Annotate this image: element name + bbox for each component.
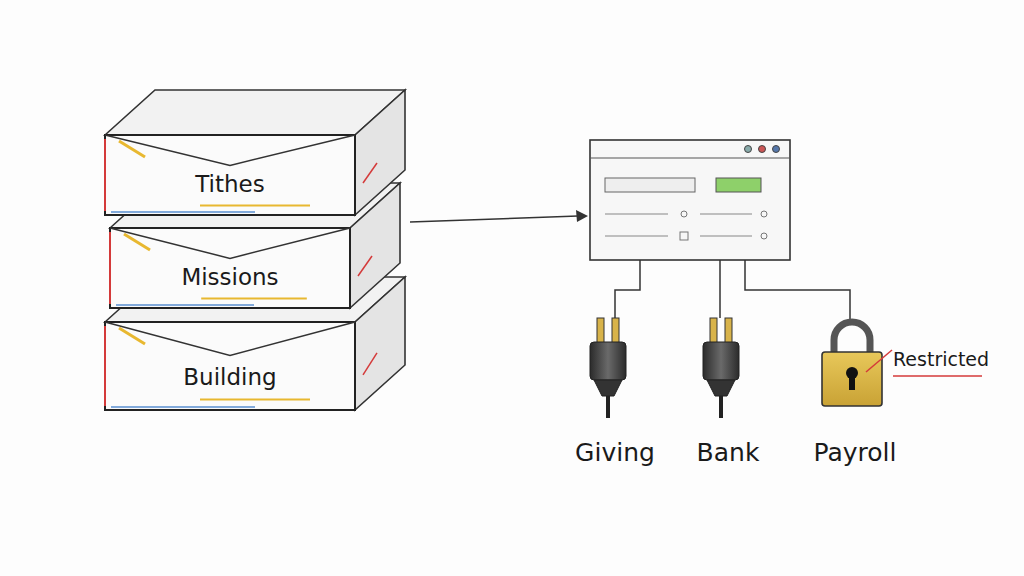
envelope-top xyxy=(105,90,405,135)
title-bar xyxy=(590,157,790,158)
branch-wire xyxy=(719,260,721,318)
envelope-label: Tithes xyxy=(105,171,355,197)
envelope: Tithes xyxy=(105,135,355,215)
blue-scribble xyxy=(111,406,255,408)
flow-arrow xyxy=(410,216,578,222)
red-scribble xyxy=(363,353,377,375)
arrow-head xyxy=(576,210,588,222)
envelope-label: Building xyxy=(105,364,355,390)
callout-text: Restricted xyxy=(893,348,989,370)
envelope-front xyxy=(105,322,355,410)
window-dot xyxy=(745,146,752,153)
envelope: Missions xyxy=(110,228,350,308)
yellow-scribble xyxy=(124,234,150,250)
icon-label: Bank xyxy=(697,438,760,467)
icon-label: Payroll xyxy=(814,438,897,467)
red-scribble xyxy=(104,139,106,211)
envelope-front xyxy=(105,135,355,215)
icon-label: Giving xyxy=(575,438,655,467)
plug-neck xyxy=(594,380,622,396)
blue-scribble xyxy=(111,211,255,213)
leader-line xyxy=(866,350,892,372)
yellow-scribble xyxy=(119,141,145,157)
window-dot xyxy=(759,146,766,153)
window-dot xyxy=(773,146,780,153)
ui-line xyxy=(605,213,668,214)
lock-shackle xyxy=(834,322,870,356)
envelope-flap xyxy=(110,228,350,258)
plug-neck xyxy=(707,380,735,396)
plug-body xyxy=(703,342,739,380)
envelope-side xyxy=(355,277,405,410)
envelope-top xyxy=(105,277,405,322)
software-window xyxy=(590,140,790,260)
plug-prong xyxy=(612,318,619,344)
yellow-scribble xyxy=(119,328,145,344)
envelope-flap xyxy=(105,322,355,355)
red-underline xyxy=(893,375,982,377)
envelope-front xyxy=(110,228,350,308)
envelope-flap xyxy=(105,135,355,165)
plug-prong xyxy=(725,318,732,344)
input-bar xyxy=(605,178,695,192)
plug-cable xyxy=(606,396,610,418)
lock-body xyxy=(822,352,882,406)
yellow-scribble xyxy=(201,297,307,299)
plug-cable xyxy=(719,396,723,418)
ui-dot xyxy=(761,233,767,239)
yellow-scribble xyxy=(200,398,310,400)
envelope-label: Missions xyxy=(110,264,350,290)
red-scribble xyxy=(109,232,111,304)
ui-dot xyxy=(761,211,767,217)
branch-wire xyxy=(745,260,850,320)
ui-box xyxy=(680,232,688,240)
red-scribble xyxy=(358,256,372,276)
plug-prong xyxy=(597,318,604,344)
envelope: Building xyxy=(105,322,355,410)
yellow-scribble xyxy=(200,204,310,206)
ui-dot xyxy=(681,211,687,217)
plug-prong xyxy=(710,318,717,344)
red-scribble xyxy=(363,163,377,183)
keyhole xyxy=(849,376,855,390)
ui-line xyxy=(700,235,752,236)
plug-body xyxy=(590,342,626,380)
green-button xyxy=(716,178,761,192)
blue-scribble xyxy=(116,304,254,306)
ui-line xyxy=(605,235,668,236)
branch-wire xyxy=(615,260,640,318)
red-scribble xyxy=(104,326,106,406)
ui-line xyxy=(700,213,752,214)
